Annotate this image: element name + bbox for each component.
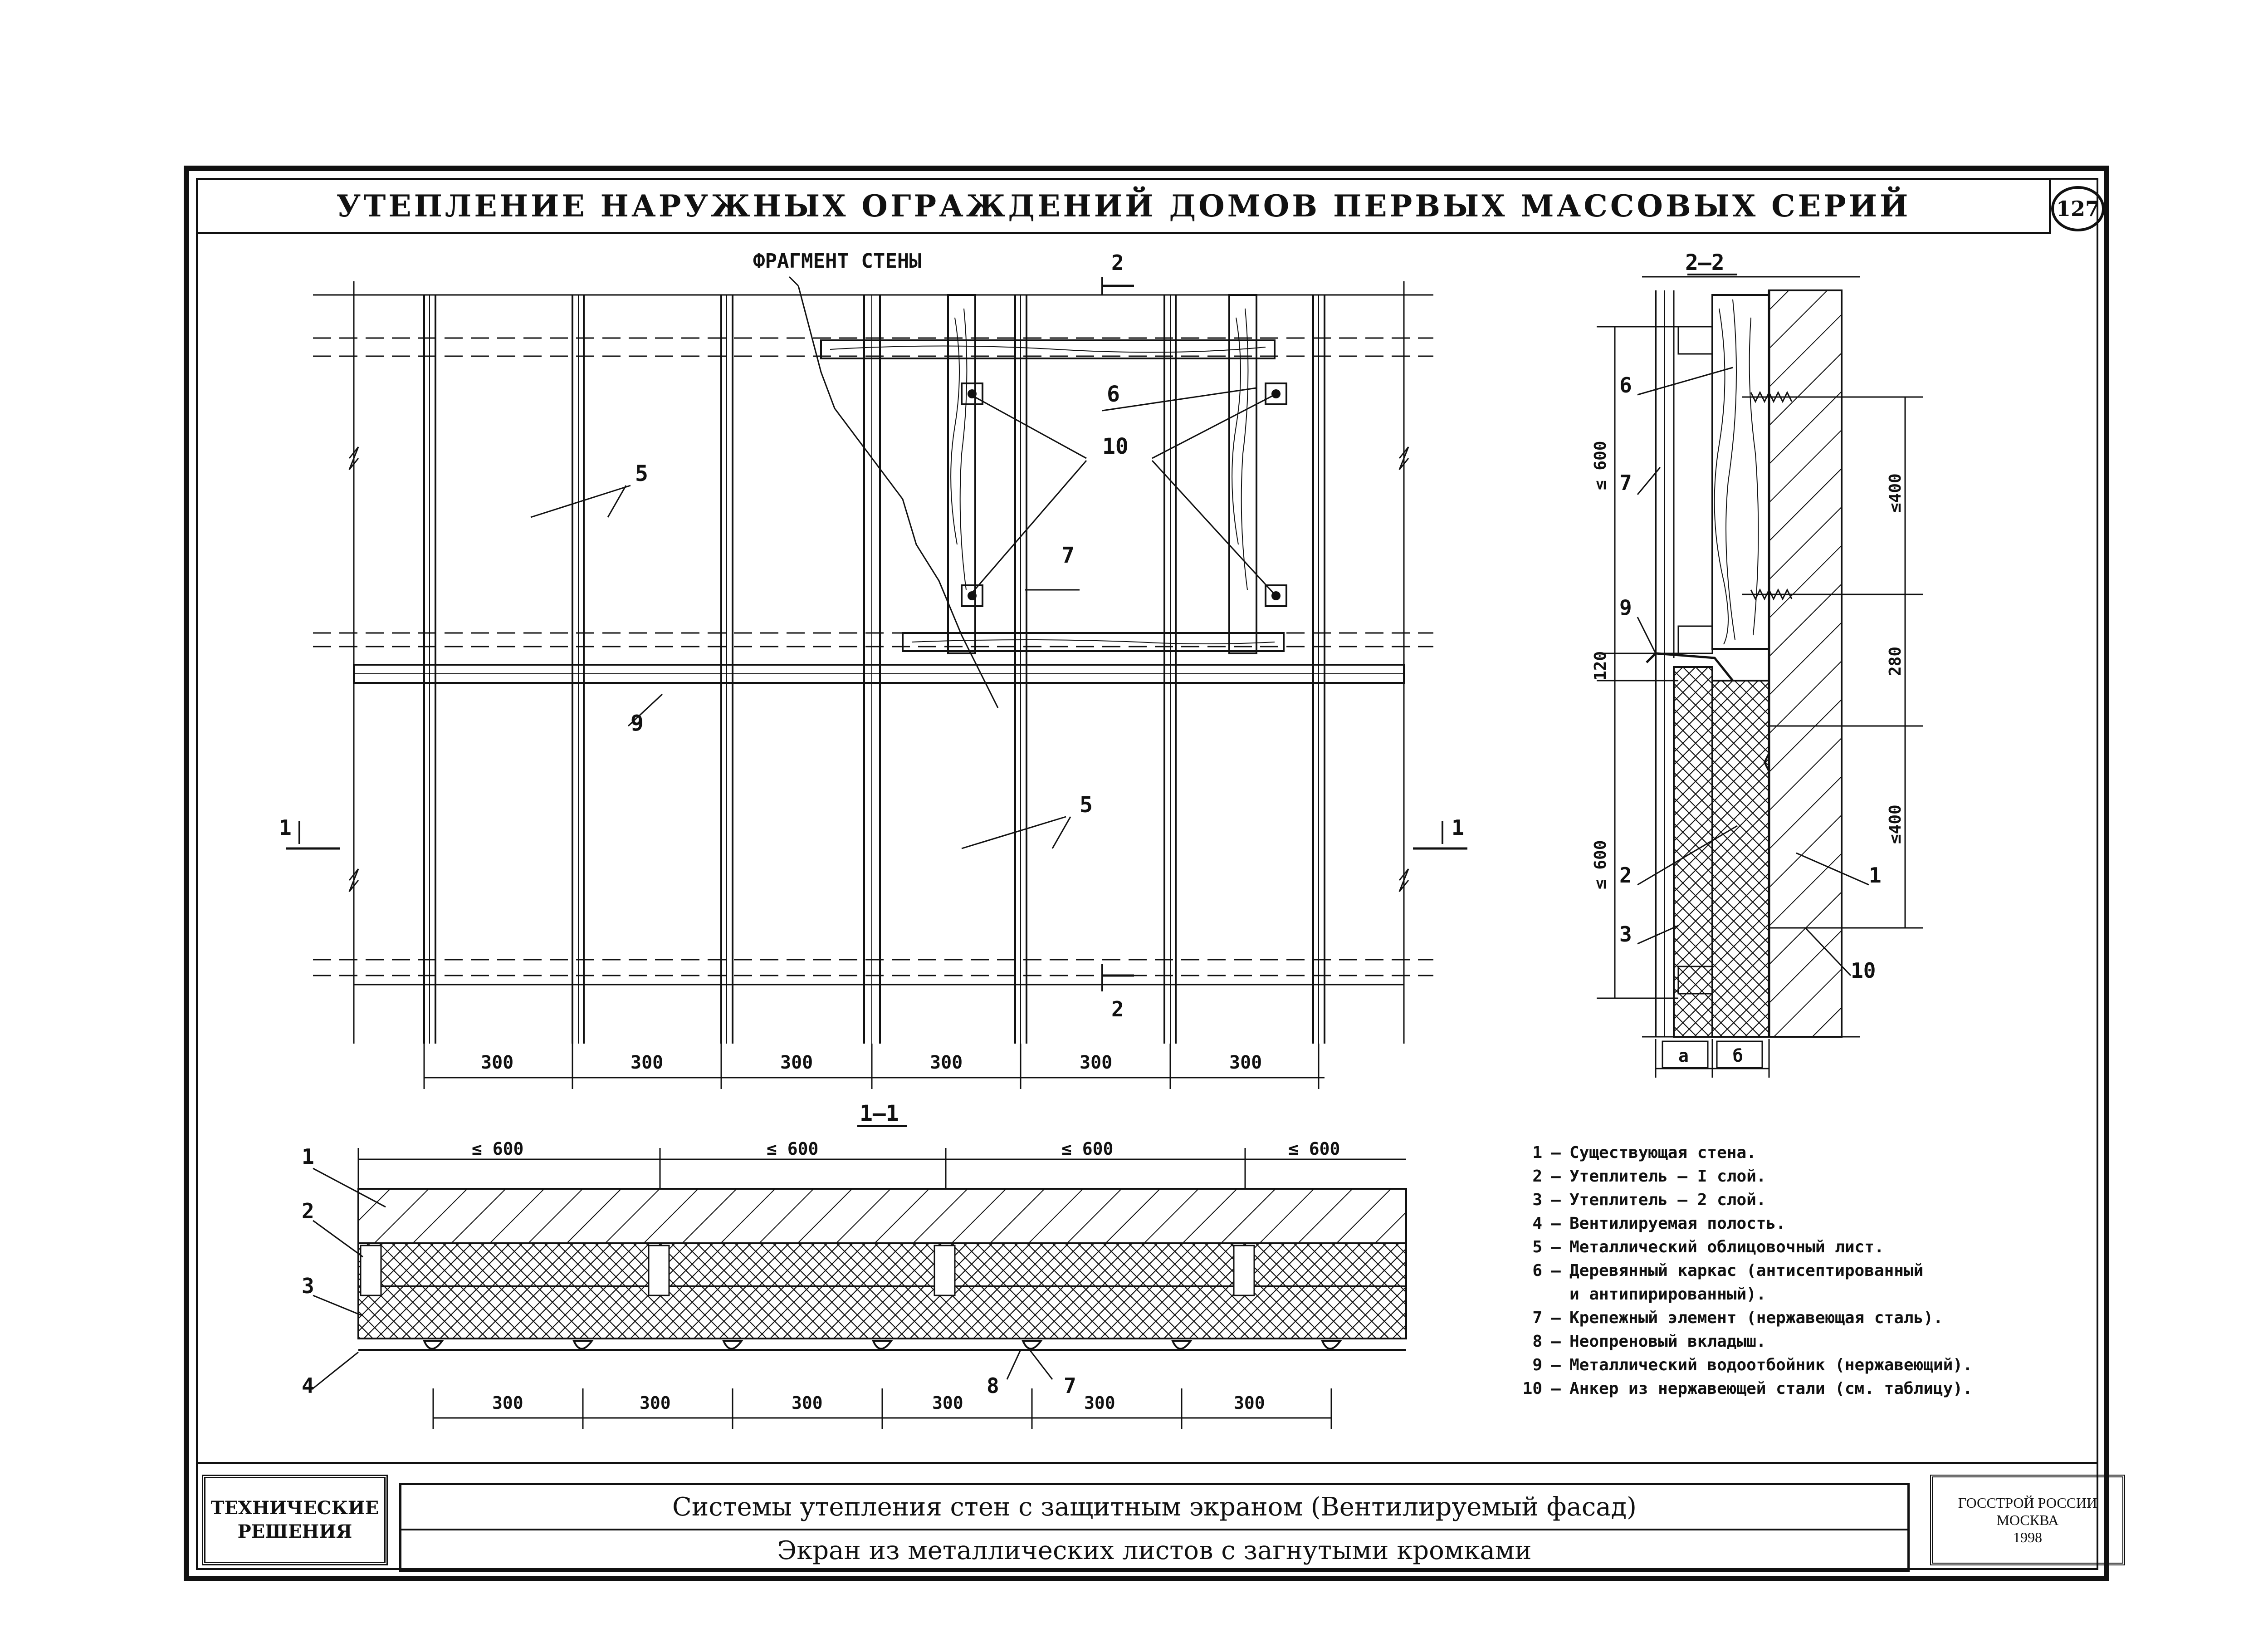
dim-bottom-3-s11: 300: [792, 1393, 823, 1413]
dim-top-3-s11: ≤ 600: [1061, 1139, 1113, 1159]
fragment-dim-4: 300: [930, 1052, 963, 1073]
wall-fragment-view: [286, 276, 1467, 1089]
subtitle-box: Системы утепления стен с защитным экрано…: [399, 1483, 1910, 1572]
fragment-dim-5: 300: [1080, 1052, 1112, 1073]
legend-item: 2–Утеплитель – I слой.: [1532, 1167, 1766, 1186]
callout-10-fragment: 10: [1102, 434, 1129, 459]
callout-1-s22: 1: [1869, 863, 1882, 888]
dim-bottom-6-s11: 300: [1234, 1393, 1265, 1413]
section-1-1-title: 1–1: [860, 1101, 899, 1126]
dim-top-1-s11: ≤ 600: [472, 1139, 523, 1159]
legend-item-continuation: и антипирированный).: [1569, 1285, 1766, 1304]
section-mark-1-right: 1: [1452, 815, 1464, 840]
legend-item: 8–Неопреновый вкладыш.: [1532, 1332, 1766, 1351]
fragment-dim-6: 300: [1229, 1052, 1262, 1073]
callout-4-s11: 4: [302, 1373, 314, 1398]
callout-1-s11: 1: [302, 1144, 314, 1169]
callout-2-s11: 2: [302, 1199, 314, 1223]
callout-5-lower: 5: [1080, 792, 1093, 818]
dim-bottom-5-s11: 300: [1084, 1393, 1115, 1413]
drawing-labels: ФРАГМЕНТ СТЕНЫ 2 2 1 1 5 6 10 7 9 5 300 …: [279, 250, 1905, 1413]
section-mark-1-left: 1: [279, 815, 292, 840]
section-1-1-view: [313, 1125, 1407, 1429]
callout-9-s22: 9: [1619, 595, 1632, 620]
legend-item: 1–Существующая стена.: [1532, 1143, 1756, 1162]
dim-b-s22: б: [1733, 1046, 1743, 1066]
sheet-title: УТЕПЛЕНИЕ НАРУЖНЫХ ОГРАЖДЕНИЙ ДОМОВ ПЕРВ…: [196, 178, 2051, 234]
stamp-gosstroy: ГОССТРОЙ РОССИИ МОСКВА 1998: [1930, 1475, 2125, 1565]
callout-8-s11: 8: [987, 1373, 999, 1398]
dim-right-upper-s22: ≤400: [1886, 473, 1905, 513]
fragment-dim-2: 300: [631, 1052, 663, 1073]
callout-3-s11: 3: [302, 1274, 314, 1298]
legend-item: 7–Крепежный элемент (нержавеющая сталь).: [1532, 1309, 1943, 1327]
legend-item: 3–Утеплитель – 2 слой.: [1532, 1191, 1766, 1209]
dim-a-s22: а: [1678, 1046, 1689, 1066]
dim-bottom-4-s11: 300: [932, 1393, 963, 1413]
section-2-2-view: [1597, 274, 1923, 1078]
sheet-title-text: УТЕПЛЕНИЕ НАРУЖНЫХ ОГРАЖДЕНИЙ ДОМОВ ПЕРВ…: [336, 188, 1911, 224]
legend-item: 4–Вентилируемая полость.: [1532, 1214, 1786, 1233]
stamp-left-line-2: РЕШЕНИЯ: [237, 1521, 352, 1542]
page-number: 127: [2051, 186, 2105, 231]
callout-10-s22: 10: [1851, 958, 1876, 983]
callout-6-s22: 6: [1619, 373, 1632, 397]
stamp-technical-solutions: ТЕХНИЧЕСКИЕ РЕШЕНИЯ: [202, 1475, 388, 1565]
dim-bottom-2-s11: 300: [640, 1393, 671, 1413]
callout-9-fragment: 9: [631, 711, 644, 736]
stamp-right-line-1: ГОССТРОЙ РОССИИ: [1958, 1495, 2097, 1511]
dim-left-lower-s22: ≤ 600: [1591, 840, 1610, 889]
section-mark-2-bottom: 2: [1111, 997, 1124, 1021]
footer-divider: [196, 1462, 2098, 1464]
callout-7-s22: 7: [1619, 471, 1632, 495]
legend-item: 6–Деревянный каркас (антисептированный: [1532, 1261, 1924, 1280]
section-mark-2-top: 2: [1111, 250, 1124, 275]
fragment-dim-1: 300: [481, 1052, 513, 1073]
section-2-2-title: 2–2: [1685, 250, 1725, 275]
dim-top-4-s11: ≤ 600: [1288, 1139, 1340, 1159]
dim-right-mid-s22: 280: [1886, 647, 1905, 676]
fragment-dim-3: 300: [780, 1052, 813, 1073]
legend-item: 5–Металлический облицовочный лист.: [1532, 1238, 1884, 1256]
dim-left-upper-s22: ≤ 600: [1591, 441, 1610, 490]
stamp-left-line-1: ТЕХНИЧЕСКИЕ: [210, 1497, 379, 1519]
sheet-outer-frame: [184, 166, 2109, 1581]
stamp-right-line-3: 1998: [2013, 1529, 2042, 1545]
callout-7-fragment: 7: [1061, 543, 1075, 568]
fragment-caption: ФРАГМЕНТ СТЕНЫ: [753, 250, 921, 273]
legend-item: 10–Анкер из нержавеющей стали (см. табли…: [1522, 1379, 1973, 1398]
subtitle-line-2: Экран из металлических листов с загнутым…: [777, 1535, 1532, 1565]
callout-7-s11: 7: [1064, 1373, 1076, 1398]
legend: 1–Существующая стена. 2–Утеплитель – I с…: [1506, 1141, 2141, 1401]
page-number-text: 127: [2056, 196, 2100, 221]
callout-5-upper: 5: [635, 461, 648, 486]
legend-item: 9–Металлический водоотбойник (нержавеющи…: [1532, 1356, 1973, 1374]
callout-3-s22: 3: [1619, 922, 1632, 946]
callout-2-s22: 2: [1619, 863, 1632, 888]
callout-6-fragment: 6: [1107, 382, 1120, 407]
dim-left-mid-s22: 120: [1591, 651, 1610, 681]
dim-bottom-1-s11: 300: [492, 1393, 523, 1413]
subtitle-line-1: Системы утепления стен с защитным экрано…: [401, 1485, 1907, 1530]
dim-top-2-s11: ≤ 600: [767, 1139, 818, 1159]
dim-right-lower-s22: ≤400: [1886, 804, 1905, 844]
stamp-right-line-2: МОСКВА: [1996, 1512, 2059, 1528]
